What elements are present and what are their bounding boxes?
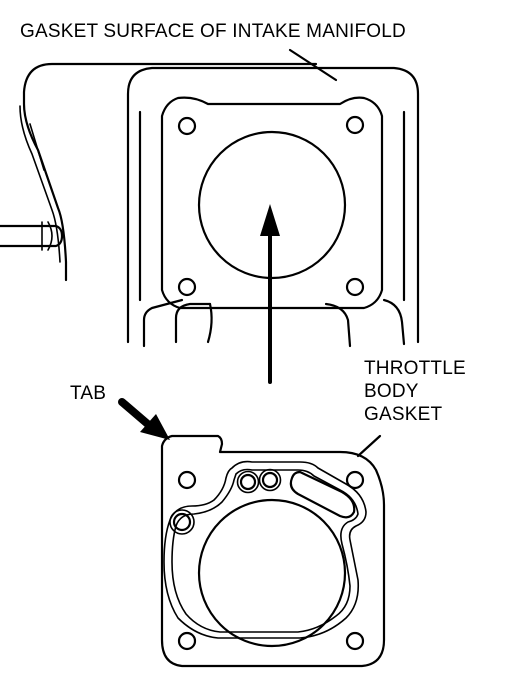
manifold-label: GASKET SURFACE OF INTAKE MANIFOLD xyxy=(20,21,406,42)
gasket-bolt-hole-top-right xyxy=(345,470,365,490)
gasket-label-line-3: GASKET xyxy=(364,404,443,425)
gasket-bolt-hole-bottom-right xyxy=(345,631,365,651)
gasket-bolt-hole-bottom-left xyxy=(177,631,197,651)
gasket-label-line-1: THROTTLE xyxy=(364,358,466,379)
throttle-body-gasket-label: THROTTLE BODY GASKET xyxy=(364,357,466,426)
install-arrow xyxy=(260,204,280,384)
tab-arrow-icon xyxy=(118,398,170,440)
manifold-bolt-hole-top-left xyxy=(177,116,197,136)
gasket-bolt-hole-top-left xyxy=(177,470,197,490)
manifold-bolt-hole-bottom-left xyxy=(177,277,197,297)
gasket-label-line-2: BODY xyxy=(364,381,419,402)
throttle-body-gasket xyxy=(160,434,386,668)
manifold-bolt-hole-top-right xyxy=(345,115,365,135)
manifold-bolt-hole-bottom-right xyxy=(345,277,365,297)
tab-label: TAB xyxy=(70,383,107,404)
intake-manifold xyxy=(0,48,420,348)
